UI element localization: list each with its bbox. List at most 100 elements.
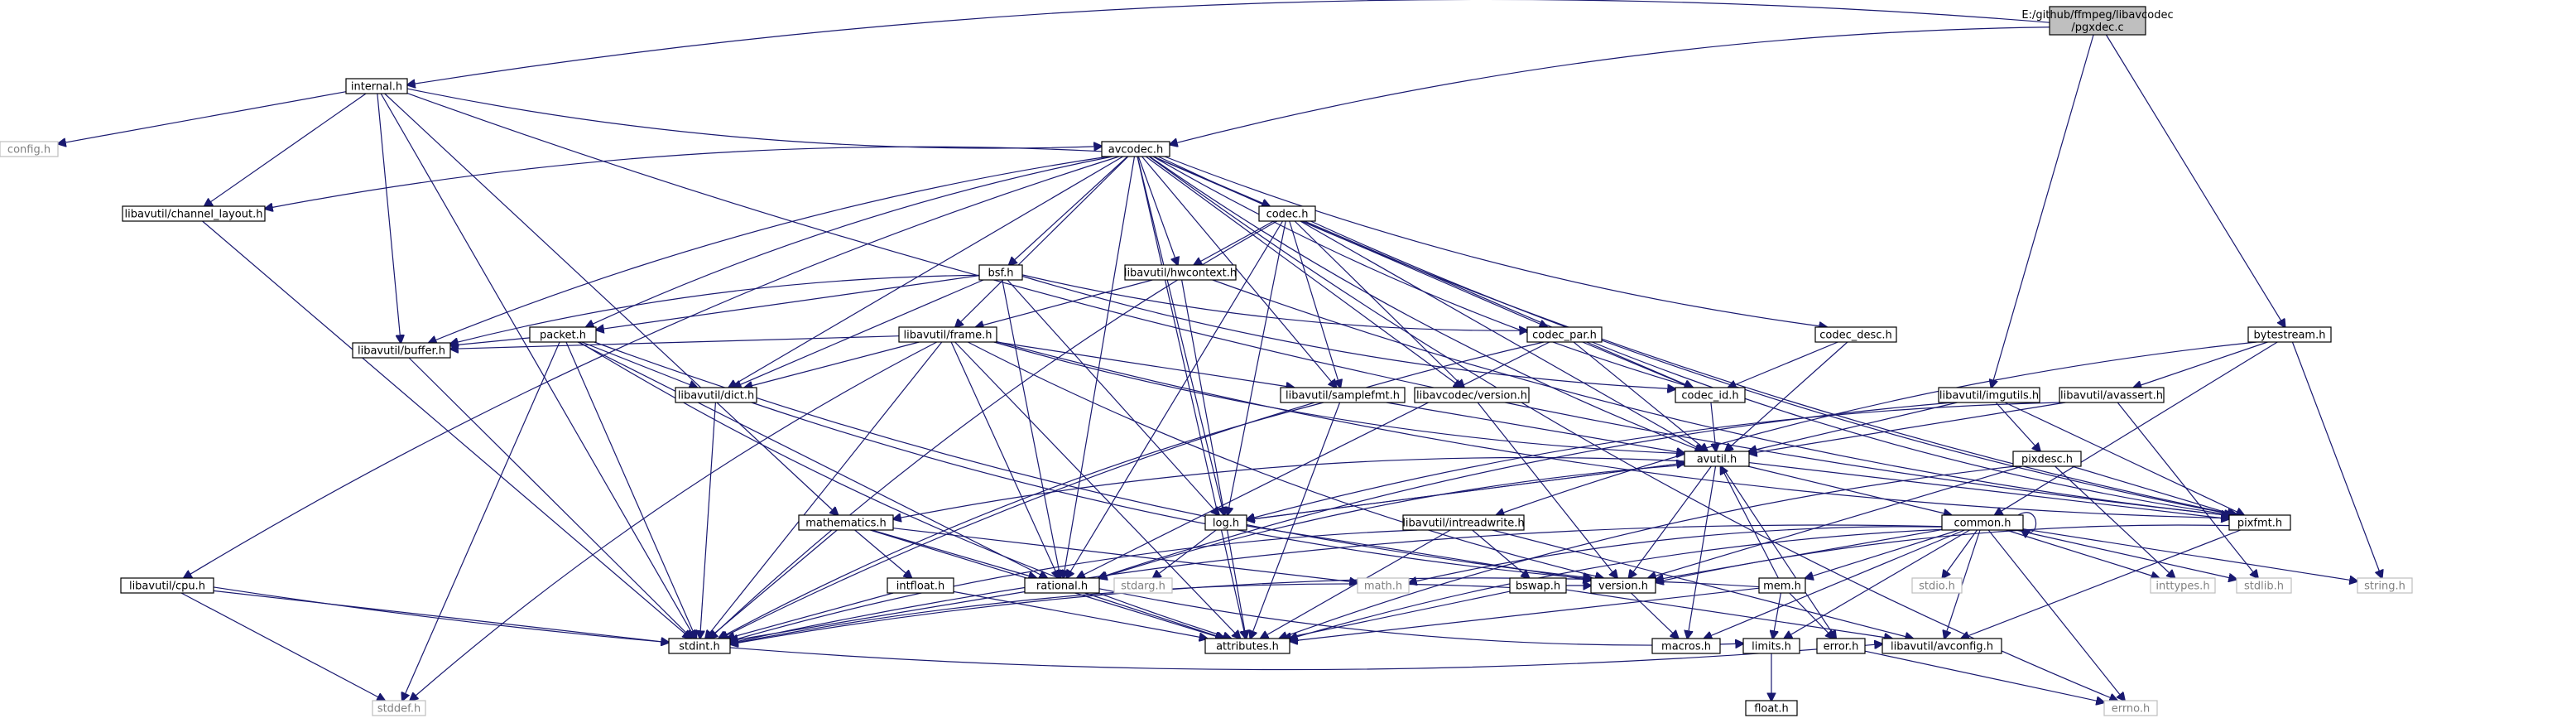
node-buffer[interactable]: libavutil/buffer.h bbox=[352, 342, 451, 359]
edge-hwcontext-to-log bbox=[1181, 279, 1225, 515]
node-pixdesc[interactable]: pixdesc.h bbox=[2012, 451, 2082, 467]
edge-avutil-to-version bbox=[1629, 465, 1712, 578]
node-common[interactable]: common.h bbox=[1941, 514, 2024, 531]
node-float[interactable]: float.h bbox=[1745, 700, 1798, 716]
edge-line bbox=[1170, 27, 2050, 145]
node-internal[interactable]: internal.h bbox=[345, 78, 408, 94]
edge-line bbox=[1099, 464, 1685, 579]
edge-line bbox=[718, 402, 1324, 639]
edge-pixdesc-to-attributes bbox=[1279, 465, 2016, 639]
edge-line bbox=[184, 156, 1120, 578]
edge-mem-to-limits bbox=[1773, 592, 1781, 639]
node-box bbox=[1882, 638, 2002, 654]
edge-line bbox=[2017, 512, 2037, 533]
edge-line bbox=[751, 402, 1591, 579]
node-avassert[interactable]: libavutil/avassert.h bbox=[2059, 387, 2165, 403]
node-avutil[interactable]: avutil.h bbox=[1684, 451, 1750, 467]
node-box bbox=[2012, 451, 2082, 467]
edge-error-to-errno bbox=[1864, 650, 2104, 702]
edge-samplefmt-to-avutil bbox=[1386, 402, 1684, 453]
node-avconfig[interactable]: libavutil/avconfig.h bbox=[1882, 638, 2002, 654]
node-mathematics[interactable]: mathematics.h bbox=[798, 514, 894, 531]
node-label: codec_desc.h bbox=[1819, 330, 1892, 342]
node-dict[interactable]: libavutil/dict.h bbox=[675, 387, 757, 403]
edge-line bbox=[2055, 465, 2175, 578]
node-imgutils[interactable]: libavutil/imgutils.h bbox=[1938, 387, 2040, 403]
node-box bbox=[1758, 577, 1806, 594]
edge-line bbox=[1181, 279, 1225, 515]
node-box bbox=[2228, 514, 2291, 531]
edge-line bbox=[377, 93, 401, 343]
edge-line bbox=[993, 341, 1684, 454]
node-version[interactable]: version.h bbox=[1590, 577, 1656, 594]
edge-line bbox=[1226, 529, 1247, 639]
node-codec[interactable]: codec.h bbox=[1258, 205, 1316, 222]
node-label: error.h bbox=[1824, 641, 1859, 653]
node-label: codec.h bbox=[1266, 209, 1309, 221]
node-bytestream[interactable]: bytestream.h bbox=[2247, 326, 2332, 343]
edge-line bbox=[953, 590, 1207, 639]
node-cpu[interactable]: libavutil/cpu.h bbox=[120, 577, 214, 594]
edge-rational-to-stdint bbox=[730, 590, 1026, 641]
node-lavc-version[interactable]: libavcodec/version.h bbox=[1414, 387, 1530, 403]
node-pixfmt[interactable]: pixfmt.h bbox=[2228, 514, 2291, 531]
node-stdint[interactable]: stdint.h bbox=[668, 638, 731, 654]
node-attributes[interactable]: attributes.h bbox=[1204, 638, 1290, 654]
edge-mem-to-avutil bbox=[1721, 466, 1779, 579]
node-codec-par[interactable]: codec_par.h bbox=[1526, 326, 1603, 343]
edge-bsf-to-codec_id bbox=[1021, 275, 1675, 388]
node-intreadwrite[interactable]: libavutil/intreadwrite.h bbox=[1402, 514, 1525, 531]
node-label: stddef.h bbox=[377, 703, 421, 716]
node-codec-id[interactable]: codec_id.h bbox=[1675, 387, 1746, 403]
edge-codec-to-avutil bbox=[1300, 220, 1704, 451]
node-label: E:/github/ffmpeg/libavcodec bbox=[2021, 9, 2173, 22]
edge-log-to-stdarg bbox=[1153, 529, 1217, 578]
edge-line bbox=[406, 93, 2229, 516]
node-channel-layout[interactable]: libavutil/channel_layout.h bbox=[122, 205, 266, 222]
node-frame[interactable]: libavutil/frame.h bbox=[898, 326, 997, 343]
node-label: pixfmt.h bbox=[2237, 518, 2282, 530]
edge-frame-to-pixfmt bbox=[996, 340, 2229, 518]
node-label: config.h bbox=[7, 144, 50, 157]
edge-avutil-to-mathematics bbox=[893, 456, 1685, 518]
edge-line bbox=[429, 156, 1109, 343]
node-stdarg: stdarg.h bbox=[1113, 577, 1173, 594]
node-box bbox=[1941, 514, 2024, 531]
node-limits[interactable]: limits.h bbox=[1742, 638, 1800, 654]
edge-line bbox=[1137, 156, 1246, 639]
node-packet[interactable]: packet.h bbox=[529, 326, 597, 343]
edge-codec-to-hwcontext bbox=[1194, 220, 1274, 265]
edge-pixdesc-to-pixfmt bbox=[2071, 465, 2235, 515]
node-box bbox=[1280, 387, 1406, 403]
node-pgxdec[interactable]: E:/github/ffmpeg/libavcodec/pgxdec.c bbox=[2021, 6, 2174, 36]
edge-line bbox=[1283, 590, 1511, 639]
edge-line bbox=[581, 341, 697, 388]
edge-rational-to-limits bbox=[1098, 588, 1743, 645]
edge-line bbox=[2071, 465, 2235, 515]
node-hwcontext[interactable]: libavutil/hwcontext.h bbox=[1124, 264, 1237, 281]
node-log[interactable]: log.h bbox=[1204, 514, 1247, 531]
node-samplefmt[interactable]: libavutil/samplefmt.h bbox=[1280, 387, 1406, 403]
edge-packet-to-stddef bbox=[402, 341, 560, 701]
node-stdlib: stdlib.h bbox=[2236, 577, 2292, 594]
edge-line bbox=[1773, 592, 1781, 639]
edge-line bbox=[1247, 402, 2060, 519]
node-rational[interactable]: rational.h bbox=[1024, 577, 1100, 594]
node-avcodec[interactable]: avcodec.h bbox=[1101, 141, 1170, 157]
node-mem[interactable]: mem.h bbox=[1758, 577, 1806, 594]
node-macros[interactable]: macros.h bbox=[1651, 638, 1721, 654]
node-label: avcodec.h bbox=[1108, 144, 1164, 157]
node-codec-desc[interactable]: codec_desc.h bbox=[1814, 326, 1897, 343]
edge-line bbox=[709, 220, 1278, 639]
node-bswap[interactable]: bswap.h bbox=[1509, 577, 1567, 594]
edge-codec-to-stdint bbox=[709, 220, 1278, 639]
edge-pgxdec-to-imgutils bbox=[1992, 34, 2094, 388]
edge-codec_par-to-avutil bbox=[1573, 341, 1708, 451]
node-intfloat[interactable]: intfloat.h bbox=[887, 577, 954, 594]
node-bsf[interactable]: bsf.h bbox=[978, 264, 1023, 281]
edge-common-to-math bbox=[1409, 526, 1943, 583]
edge-avcodec-to-codec_id bbox=[1152, 156, 1693, 388]
node-error[interactable]: error.h bbox=[1816, 638, 1866, 654]
edge-line bbox=[730, 524, 1943, 643]
